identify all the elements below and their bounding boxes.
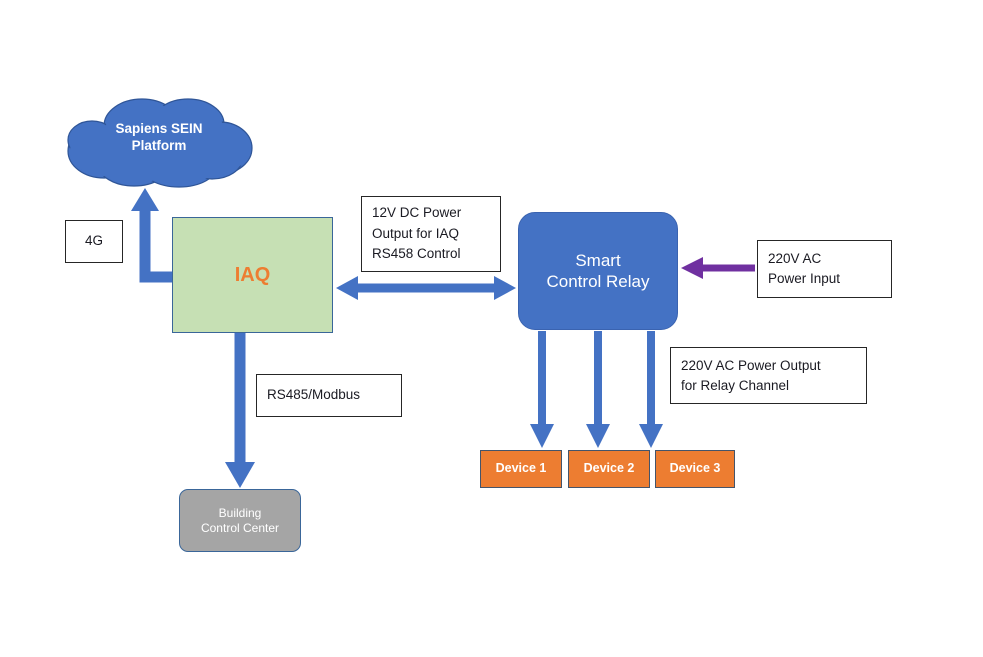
device-2-label: Device 2 [583, 461, 635, 476]
node-iaq[interactable]: IAQ [172, 217, 333, 333]
annotation-power-output-line-1: 220V AC Power Output [681, 357, 821, 373]
device-3-label: Device 3 [669, 461, 721, 476]
connector-iaq-to-cloud [131, 188, 172, 283]
annotation-power-input-line-1: 220V AC [768, 251, 822, 267]
annotation-power-output-label: 220V AC Power Output for Relay Channel [681, 356, 856, 395]
relay-label-line-2: Control Relay [546, 272, 650, 291]
annotation-power-input-label: 220V AC Power Input [768, 249, 881, 288]
connector-iaq-to-relay [336, 276, 516, 300]
node-device-2[interactable]: Device 2 [568, 450, 650, 488]
annotation-12v-dc-power-label: 12V DC Power Output for IAQ RS458 Contro… [372, 203, 490, 266]
connector-relay-to-device-1 [530, 331, 554, 448]
annotation-12v-line-2: Output for IAQ [372, 225, 460, 241]
node-building-control-center[interactable]: Building Control Center [179, 489, 301, 552]
iaq-label: IAQ [234, 263, 271, 286]
relay-label: Smart Control Relay [528, 250, 668, 293]
annotation-rs485-modbus[interactable]: RS485/Modbus [256, 374, 402, 417]
annotation-4g-label: 4G [84, 233, 103, 249]
annotation-12v-dc-power[interactable]: 12V DC Power Output for IAQ RS458 Contro… [361, 196, 501, 272]
cloud-shape-icon [67, 98, 253, 188]
relay-label-line-1: Smart [575, 250, 621, 270]
annotation-rs485-label: RS485/Modbus [267, 387, 361, 403]
cloud-label: Sapiens SEIN Platform [99, 121, 219, 155]
node-sapiens-sein-platform[interactable]: Sapiens SEIN Platform [64, 96, 254, 188]
annotation-12v-line-3: RS458 Control [372, 246, 461, 262]
cloud-label-line-1: Sapiens SEIN [115, 121, 203, 137]
connector-power-input-to-relay [681, 257, 755, 279]
annotation-power-input-line-2: Power Input [768, 271, 841, 286]
building-control-center-label: Building Control Center [185, 506, 295, 536]
connector-relay-to-device-3 [639, 331, 663, 448]
device-1-label: Device 1 [495, 461, 547, 476]
annotation-12v-line-1: 12V DC Power [372, 204, 462, 220]
annotation-4g[interactable]: 4G [65, 220, 123, 263]
connector-relay-to-device-2 [586, 331, 610, 448]
bcc-label-line-1: Building [218, 505, 262, 520]
cloud-label-line-2: Platform [131, 138, 187, 153]
annotation-220v-ac-power-input[interactable]: 220V AC Power Input [757, 240, 892, 298]
node-device-3[interactable]: Device 3 [655, 450, 735, 488]
annotation-220v-ac-power-output[interactable]: 220V AC Power Output for Relay Channel [670, 347, 867, 404]
connector-iaq-to-building-control-center [225, 333, 255, 488]
node-device-1[interactable]: Device 1 [480, 450, 562, 488]
node-smart-control-relay[interactable]: Smart Control Relay [518, 212, 678, 330]
bcc-label-line-2: Control Center [200, 520, 280, 535]
annotation-power-output-line-2: for Relay Channel [681, 377, 790, 393]
